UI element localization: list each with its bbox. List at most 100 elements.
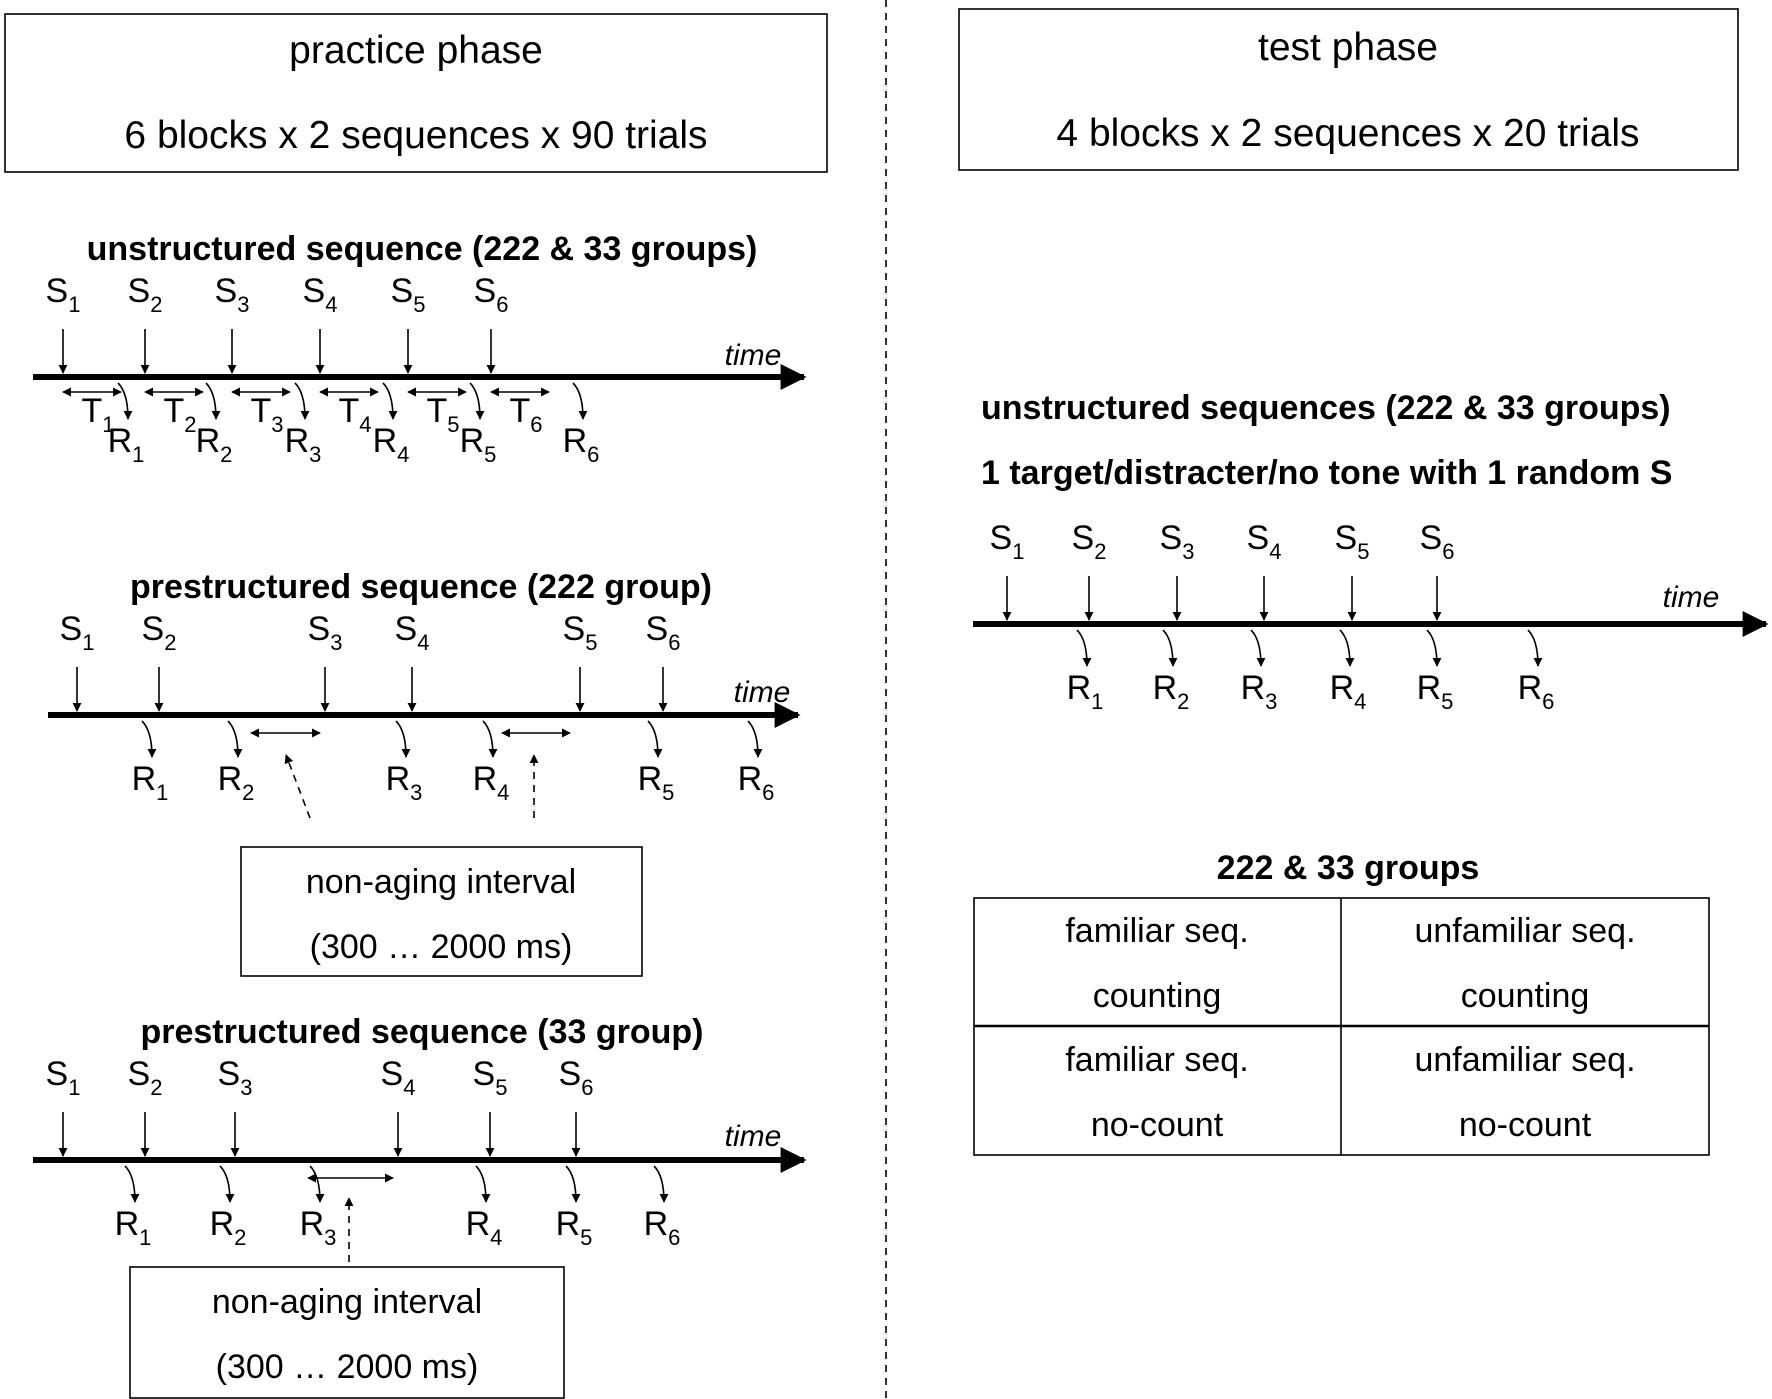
practice-pre222-time-label: time [734,676,791,709]
unstructured-t3-label: T3 [250,392,283,437]
pre222-s2-label: S2 [142,610,177,655]
cell-familiar-nocount-line2: no-count [1091,1106,1224,1144]
pre33-r1-label: R1 [115,1205,152,1250]
test-r1-arrow [1076,629,1092,667]
pre222-r4-arrow [482,720,498,758]
cell-unfamiliar-counting-line1: unfamiliar seq. [1414,912,1635,950]
unstructured-r4-arrow [382,382,398,420]
cell-familiar-counting-line2: counting [1093,977,1222,1015]
test-r6-arrow [1527,629,1543,667]
cell-unfamiliar-nocount-line1: unfamiliar seq. [1414,1041,1635,1079]
test-s1-label: S1 [990,519,1025,564]
unstructured-r6-arrow [572,382,588,420]
pre33-r4-arrow [475,1165,491,1203]
pre222-r6-label: R6 [738,760,775,805]
pre33-r2-label: R2 [210,1205,247,1250]
test-r5-arrow [1426,629,1442,667]
practice-pre222-interval-box [240,846,643,977]
practice-unstructured-title: unstructured sequence (222 & 33 groups) [87,230,758,268]
practice-pre222-interval-line1: non-aging interval [306,863,576,901]
unstructured-s5-label: S5 [391,272,426,317]
pre33-s1-label: S1 [46,1055,81,1100]
unstructured-t2-label: T2 [163,392,196,437]
pre222-r2-arrow [227,720,243,758]
test-r3-arrow [1250,629,1266,667]
pre222-s6-label: S6 [646,610,681,655]
test-r5-label: R5 [1417,669,1454,714]
unstructured-s3-label: S3 [215,272,250,317]
pre33-r1-arrow [124,1165,140,1203]
pre222-s1-label: S1 [60,610,95,655]
pre33-s2-label: S2 [128,1055,163,1100]
unstructured-r6-label: R6 [563,422,600,467]
pre33-r6-arrow [653,1165,669,1203]
pre222-r5-label: R5 [638,760,675,805]
test-r2-arrow [1162,629,1178,667]
pre33-r5-label: R5 [556,1205,593,1250]
test-r6-label: R6 [1518,669,1555,714]
unstructured-t1-label: T1 [81,392,114,437]
test-unstructured-subtitle: 1 target/distracter/no tone with 1 rando… [981,454,1672,492]
pre222-s5-label: S5 [563,610,598,655]
practice-pre33-interval-line2: (300 … 2000 ms) [216,1348,479,1386]
pre33-r5-arrow [565,1165,581,1203]
pre222-r3-arrow [395,720,411,758]
pre222-interval-pointer-1 [284,754,311,819]
unstructured-r5-label: R5 [460,422,497,467]
pre222-r1-label: R1 [132,760,169,805]
unstructured-t4-label: T4 [338,392,371,437]
test-r4-label: R4 [1330,669,1367,714]
pre222-r3-label: R3 [386,760,423,805]
practice-phase-title: practice phase [289,29,543,72]
practice-pre33-interval-box [129,1266,565,1399]
pre33-s4-label: S4 [381,1055,416,1100]
pre33-r3-label: R3 [300,1205,337,1250]
pre222-r4-label: R4 [473,760,510,805]
pre33-r2-arrow [219,1165,235,1203]
unstructured-r1-label: R1 [108,422,145,467]
unstructured-r2-label: R2 [196,422,233,467]
test-r2-label: R2 [1153,669,1190,714]
unstructured-r3-arrow [294,382,310,420]
test-r3-label: R3 [1241,669,1278,714]
test-phase-box [958,8,1739,171]
unstructured-r2-arrow [205,382,221,420]
pre222-s3-label: S3 [308,610,343,655]
test-s4-label: S4 [1247,519,1282,564]
cell-unfamiliar-nocount-line2: no-count [1459,1106,1592,1144]
test-groups-title: 222 & 33 groups [1217,849,1480,887]
test-r1-label: R1 [1067,669,1104,714]
pre33-r3-arrow [309,1165,325,1203]
practice-pre33-time-label: time [725,1120,782,1153]
unstructured-t6-label: T6 [509,392,542,437]
pre222-r5-arrow [647,720,663,758]
unstructured-r3-label: R3 [285,422,322,467]
test-phase-title: test phase [1258,26,1438,69]
test-phase-detail: 4 blocks x 2 sequences x 20 trials [1056,112,1639,155]
unstructured-s2-label: S2 [128,272,163,317]
test-s2-label: S2 [1072,519,1107,564]
unstructured-r4-label: R4 [373,422,410,467]
pre33-s6-label: S6 [559,1055,594,1100]
practice-phase-box [4,13,828,173]
test-s6-label: S6 [1420,519,1455,564]
practice-phase-detail: 6 blocks x 2 sequences x 90 trials [124,114,707,157]
cell-unfamiliar-counting-line2: counting [1461,977,1590,1015]
cell-familiar-nocount-line1: familiar seq. [1065,1041,1248,1079]
pre33-s3-label: S3 [218,1055,253,1100]
test-unstructured-title: unstructured sequences (222 & 33 groups) [981,389,1671,427]
test-s5-label: S5 [1335,519,1370,564]
unstructured-r5-arrow [469,382,485,420]
unstructured-r1-arrow [117,382,133,420]
practice-pre222-title: prestructured sequence (222 group) [130,568,712,606]
pre222-s4-label: S4 [395,610,430,655]
practice-unstructured-time-label: time [725,339,782,372]
pre33-r6-label: R6 [644,1205,681,1250]
pre33-s5-label: S5 [473,1055,508,1100]
pre222-r2-label: R2 [218,760,255,805]
unstructured-s1-label: S1 [46,272,81,317]
